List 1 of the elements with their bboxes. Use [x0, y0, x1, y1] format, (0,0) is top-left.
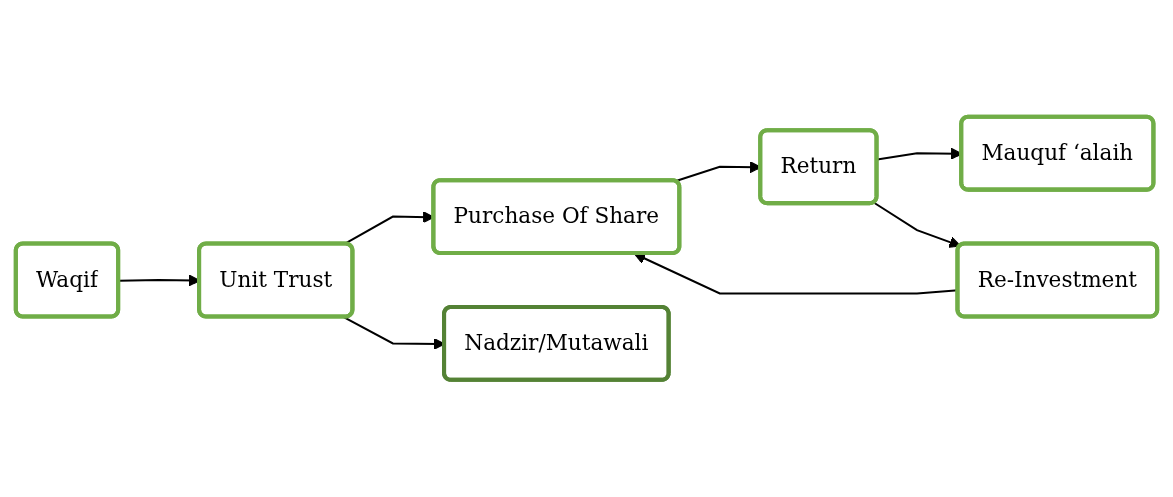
arrow	[873, 202, 961, 249]
